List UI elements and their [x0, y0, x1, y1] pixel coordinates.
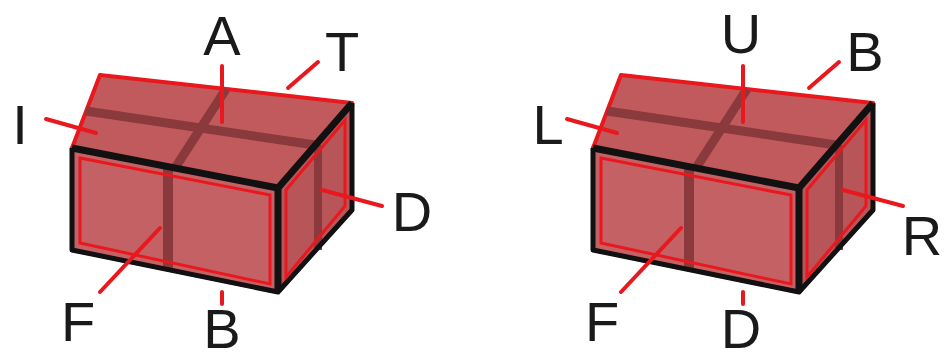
face-letter: D	[721, 301, 761, 357]
face-letter: D	[392, 184, 432, 240]
left-cube	[46, 62, 382, 304]
face-letter: R	[902, 208, 942, 264]
face-letter: I	[12, 97, 28, 153]
face-letter: F	[585, 294, 619, 350]
face-letter: B	[203, 301, 240, 357]
face-letter: T	[325, 24, 359, 80]
face-letter: L	[532, 97, 563, 153]
face-letter: F	[61, 294, 95, 350]
face-letter: B	[846, 24, 883, 80]
right-cube	[567, 62, 903, 304]
face-letter: U	[721, 6, 761, 62]
face-letter: A	[203, 8, 240, 64]
